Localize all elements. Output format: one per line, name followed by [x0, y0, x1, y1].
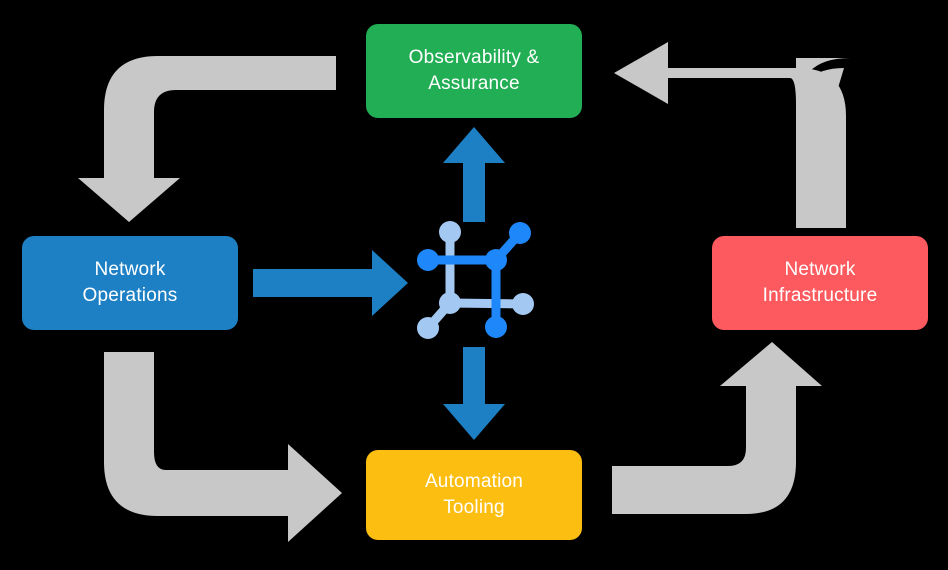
node-network-operations[interactable]: Network Operations	[22, 236, 238, 330]
node-operations-label: Network Operations	[82, 259, 178, 306]
node-infrastructure-label: Network Infrastructure	[762, 259, 878, 306]
icon-node-hub-dark	[485, 249, 507, 271]
arrow-center-to-automation	[443, 347, 505, 440]
node-observability-label: Observability & Assurance	[408, 47, 540, 94]
icon-nodes-light	[417, 221, 534, 339]
icon-node-left-dark	[417, 249, 439, 271]
node-network-infrastructure[interactable]: Network Infrastructure	[712, 236, 928, 330]
arrow-observability-to-operations	[78, 56, 336, 222]
network-topology-icon	[417, 221, 534, 339]
icon-node-right-light	[512, 293, 534, 315]
arrow-automation-to-infrastructure	[612, 342, 822, 514]
icon-node-top-light	[439, 221, 461, 243]
arrow-center-to-observability	[443, 127, 505, 222]
node-automation-tooling[interactable]: Automation Tooling	[366, 450, 582, 540]
icon-nodes-dark	[417, 222, 531, 338]
node-automation-label: Automation Tooling	[424, 471, 524, 518]
arrow-infrastructure-to-observability-shape	[614, 42, 846, 228]
arrow-operations-to-automation	[104, 352, 342, 542]
icon-node-bottomleft-light	[417, 317, 439, 339]
icon-node-topright-dark	[509, 222, 531, 244]
arrow-operations-to-center	[253, 250, 408, 316]
node-observability-assurance[interactable]: Observability & Assurance	[366, 24, 582, 118]
icon-node-bottom-dark	[485, 316, 507, 338]
icon-node-hub-light	[439, 292, 461, 314]
